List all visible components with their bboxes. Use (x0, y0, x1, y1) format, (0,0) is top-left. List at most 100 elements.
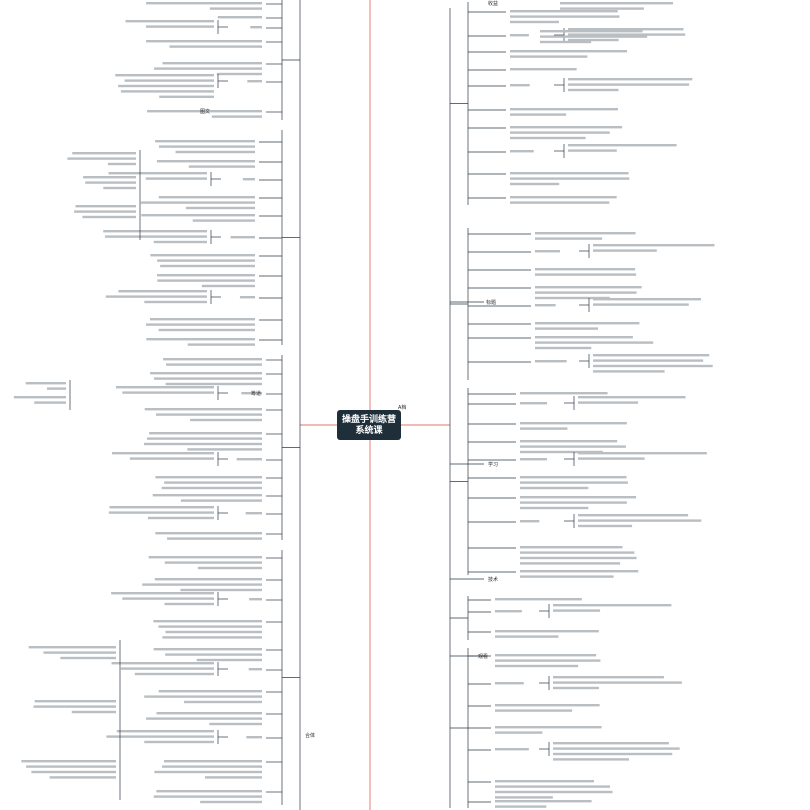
central-topic-node[interactable]: 操盘手训练营系统课 (337, 410, 401, 440)
left-leaf-text (153, 648, 262, 651)
left-subleaf-text (105, 295, 207, 298)
left-leaf-text (144, 442, 262, 446)
left-subleaf-text (103, 230, 207, 233)
left-leaf-text (156, 160, 255, 163)
left-leaf-text (188, 165, 255, 168)
right-top-text (540, 40, 592, 44)
branch-tag-right-lower: 技术 (488, 577, 499, 583)
right-subleaf-text (553, 747, 680, 750)
left-leaf-text (180, 499, 262, 502)
right-leaf-text (520, 392, 608, 395)
right-leaf-text (510, 50, 628, 53)
central-topic-label: 操盘手训练营系统课 (341, 414, 396, 435)
right-leaf-text (495, 704, 600, 707)
right-leaf-text (510, 126, 623, 129)
right-leaf-text (535, 273, 637, 276)
left-leaf-text (146, 717, 262, 720)
left-leaf-text (157, 274, 255, 277)
right-leaf-text (510, 113, 567, 116)
right-leaf-text (535, 327, 599, 330)
left-subleaf-text (116, 730, 214, 733)
left-subleaf-text (115, 74, 214, 77)
left-leaf-text (158, 145, 255, 148)
left-leaf-text (162, 62, 262, 65)
right-leaf-text (495, 654, 597, 657)
right-leaf-label (495, 610, 522, 613)
left-leaf-text (163, 358, 262, 361)
left-outer-text (83, 176, 136, 179)
left-leaf-text (164, 561, 262, 564)
left-leaf-text (200, 800, 262, 804)
right-leaf-text (535, 336, 633, 339)
right-leaf-text (535, 291, 637, 294)
left-outer-text (28, 646, 116, 649)
left-outer-text (85, 181, 136, 184)
left-leaf-text (187, 343, 255, 346)
far-left-text (13, 396, 66, 399)
left-outer-text (49, 776, 116, 779)
left-outer-text (107, 162, 136, 166)
right-subleaf-text (593, 370, 665, 373)
left-subleaf-text (125, 20, 214, 23)
left-leaf-text (160, 264, 255, 268)
branch-tag-a: A档 (398, 405, 407, 411)
right-leaf-text (535, 296, 610, 300)
right-leaf-text (520, 450, 603, 454)
right-leaf-text (495, 785, 611, 788)
left-leaf-text (156, 712, 262, 715)
left-leaf-label (230, 236, 255, 239)
right-top-text (540, 30, 643, 33)
left-leaf-text (154, 578, 262, 581)
left-leaf-label (239, 296, 255, 299)
right-leaf-label (535, 360, 567, 363)
left-leaf-text (147, 110, 262, 113)
right-leaf-text (495, 790, 613, 794)
left-subleaf-text (129, 457, 214, 460)
left-leaf-label (246, 736, 262, 739)
right-leaf-label (495, 748, 529, 751)
left-leaf-text (216, 72, 262, 76)
right-subleaf-text (553, 676, 664, 679)
left-leaf-text (164, 481, 262, 484)
left-leaf-text (184, 700, 262, 704)
left-subleaf-text (145, 177, 207, 180)
right-leaf-text (495, 630, 599, 633)
left-subleaf-text (122, 391, 214, 394)
right-subleaf-text (568, 83, 690, 86)
left-leaf-text (209, 722, 262, 726)
left-leaf-text (154, 770, 262, 774)
branch-tag-right-mid: 学习 (488, 462, 499, 468)
right-leaf-text (510, 131, 610, 134)
left-subleaf-text (120, 667, 214, 670)
left-leaf-text (158, 196, 255, 199)
right-subleaf-text (568, 33, 686, 36)
right-subleaf-text (578, 524, 633, 528)
right-subleaf-text (568, 144, 677, 147)
left-leaf-text (146, 323, 255, 326)
right-subleaf-text (578, 514, 689, 517)
right-subleaf-text (578, 457, 645, 460)
left-subleaf-text (108, 511, 214, 514)
left-leaf-text (144, 695, 262, 698)
left-leaf-text (162, 636, 262, 639)
left-subleaf-text (159, 95, 214, 98)
left-subleaf-text (112, 452, 214, 455)
left-leaf-text (192, 219, 255, 222)
left-subleaf-text (122, 597, 214, 600)
far-left-text (46, 387, 66, 390)
right-subleaf-text (593, 298, 701, 301)
left-leaf-text (157, 259, 255, 262)
left-leaf-text (147, 437, 262, 440)
left-outer-text (82, 215, 136, 219)
right-leaf-text (510, 68, 577, 71)
left-subleaf-text (118, 84, 214, 88)
right-leaf-text (510, 108, 618, 111)
right-subleaf-text (593, 303, 689, 306)
left-leaf-text (152, 494, 262, 497)
right-leaf-text (520, 556, 637, 560)
right-leaf-text (510, 10, 618, 13)
left-leaf-text (158, 690, 262, 693)
far-left-text (25, 382, 66, 385)
right-leaf-text (520, 481, 628, 484)
right-leaf-text (510, 182, 560, 186)
